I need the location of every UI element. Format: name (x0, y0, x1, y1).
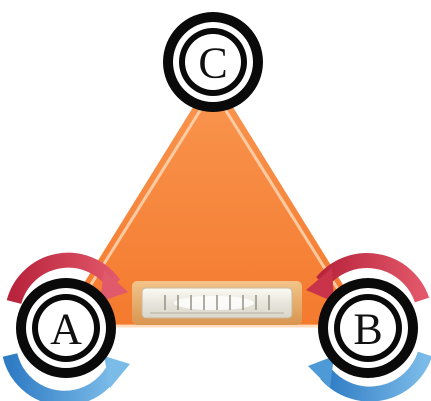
node-a: A (16, 278, 116, 378)
node-a-label: A (50, 305, 82, 354)
node-b: B (318, 278, 418, 378)
node-c: C (163, 12, 263, 112)
bubble-level-icon (132, 281, 302, 325)
node-c-label: C (198, 39, 227, 88)
node-b-label: B (353, 305, 382, 354)
